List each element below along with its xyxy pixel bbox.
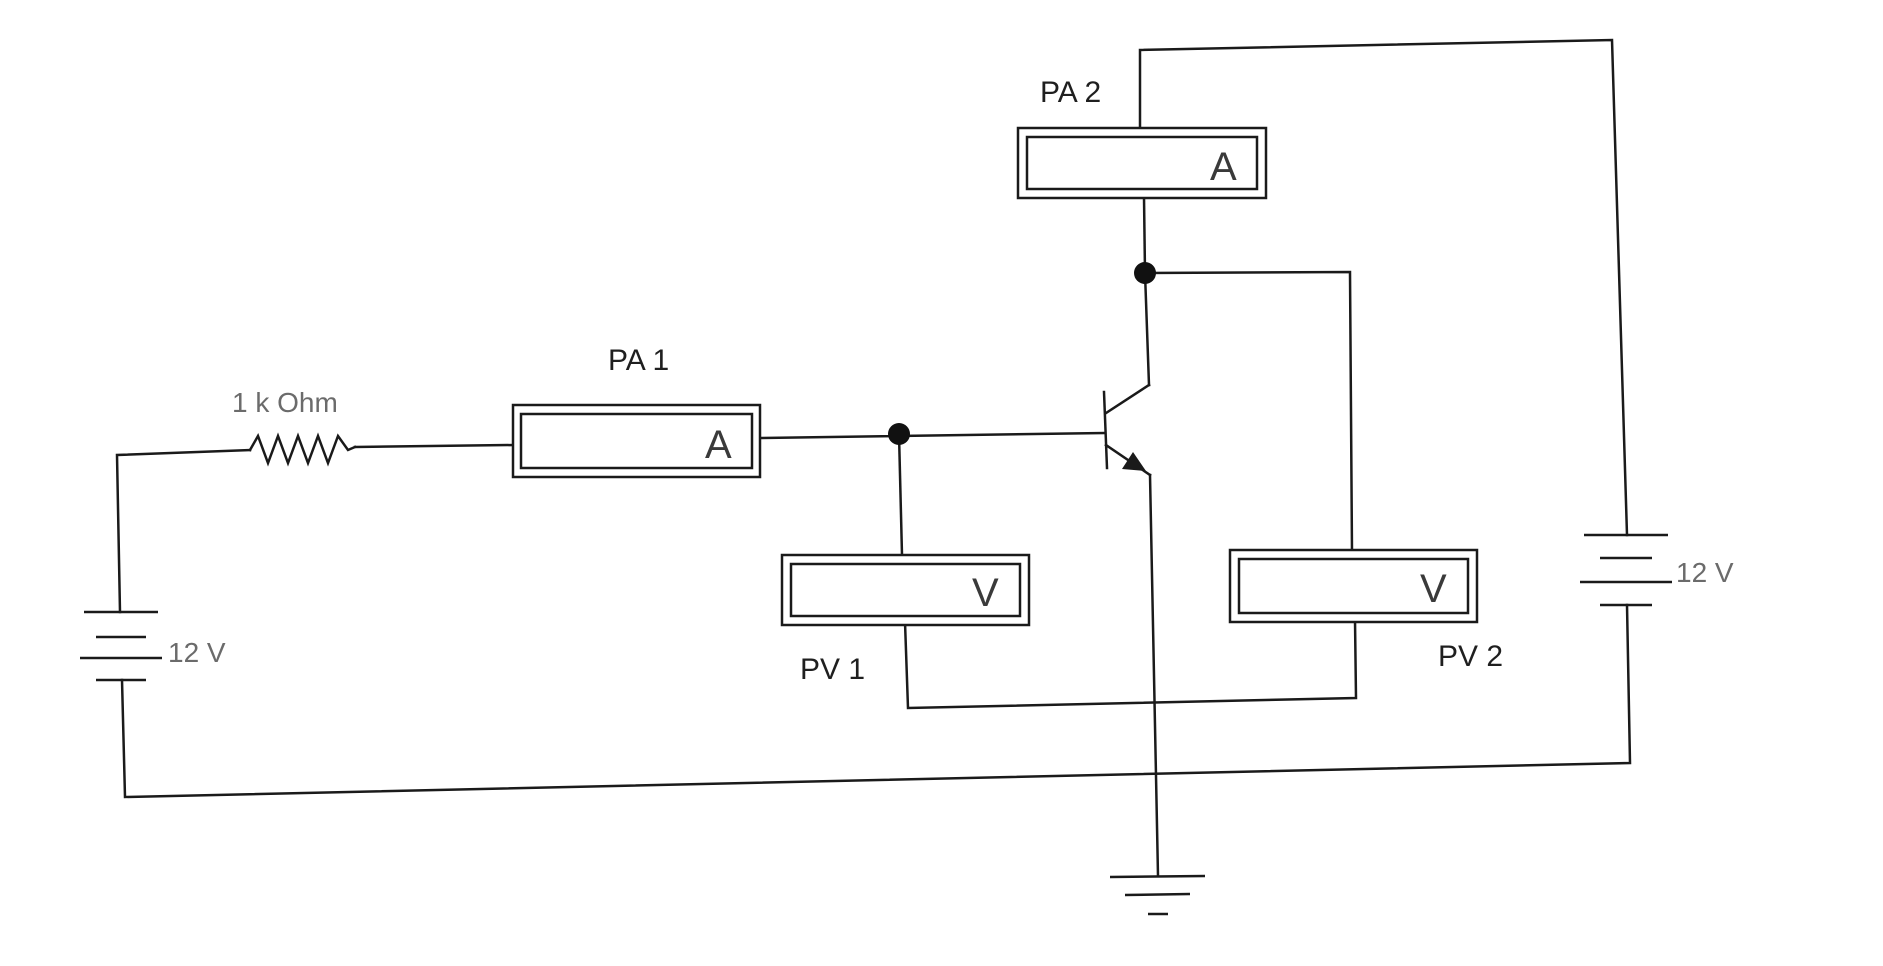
battery-right-label: 12 V <box>1676 557 1734 588</box>
battery-left-symbol <box>80 610 162 682</box>
npn-transistor-symbol <box>1102 383 1152 477</box>
ammeter-pa1: A <box>511 403 762 479</box>
junction-base-node <box>888 423 910 445</box>
voltmeter-pv1: V <box>780 553 1031 627</box>
pa1-label: PA 1 <box>608 344 669 377</box>
ground-symbol <box>1109 874 1206 916</box>
pa2-meter-symbol: A <box>1210 145 1237 189</box>
resistor-label: 1 k Ohm <box>232 387 338 418</box>
wire-collector-lead <box>1143 271 1151 387</box>
battery-right-symbol <box>1580 533 1672 607</box>
voltmeter-pv2: V <box>1228 548 1479 624</box>
pa1-meter-symbol: A <box>705 423 732 467</box>
pa2-label: PA 2 <box>1040 76 1101 109</box>
wire-top-right <box>1138 38 1629 537</box>
wire-pa1-base <box>758 431 1106 440</box>
wire-emitter-ground <box>1148 473 1160 878</box>
wires <box>115 38 1632 878</box>
pv1-label: PV 1 <box>800 653 865 686</box>
wire-right-battery-bottom <box>120 603 1632 799</box>
pv1-meter-symbol: V <box>972 571 999 615</box>
pv2-label: PV 2 <box>1438 640 1503 673</box>
wire-collector-pv2 <box>1143 270 1354 555</box>
pv2-meter-symbol: V <box>1420 567 1447 611</box>
wire-node-pv1 <box>897 432 904 557</box>
ammeter-pa2: A <box>1016 126 1268 200</box>
junction-collector-node <box>1134 262 1156 284</box>
resistor-symbol <box>248 432 357 467</box>
wire-pv-bottom <box>903 618 1358 710</box>
wire-pa2-collector <box>1142 195 1147 275</box>
wire-left-battery-top <box>115 448 252 614</box>
battery-left-label: 12 V <box>168 637 226 668</box>
wire-resistor-pa1 <box>353 443 515 449</box>
